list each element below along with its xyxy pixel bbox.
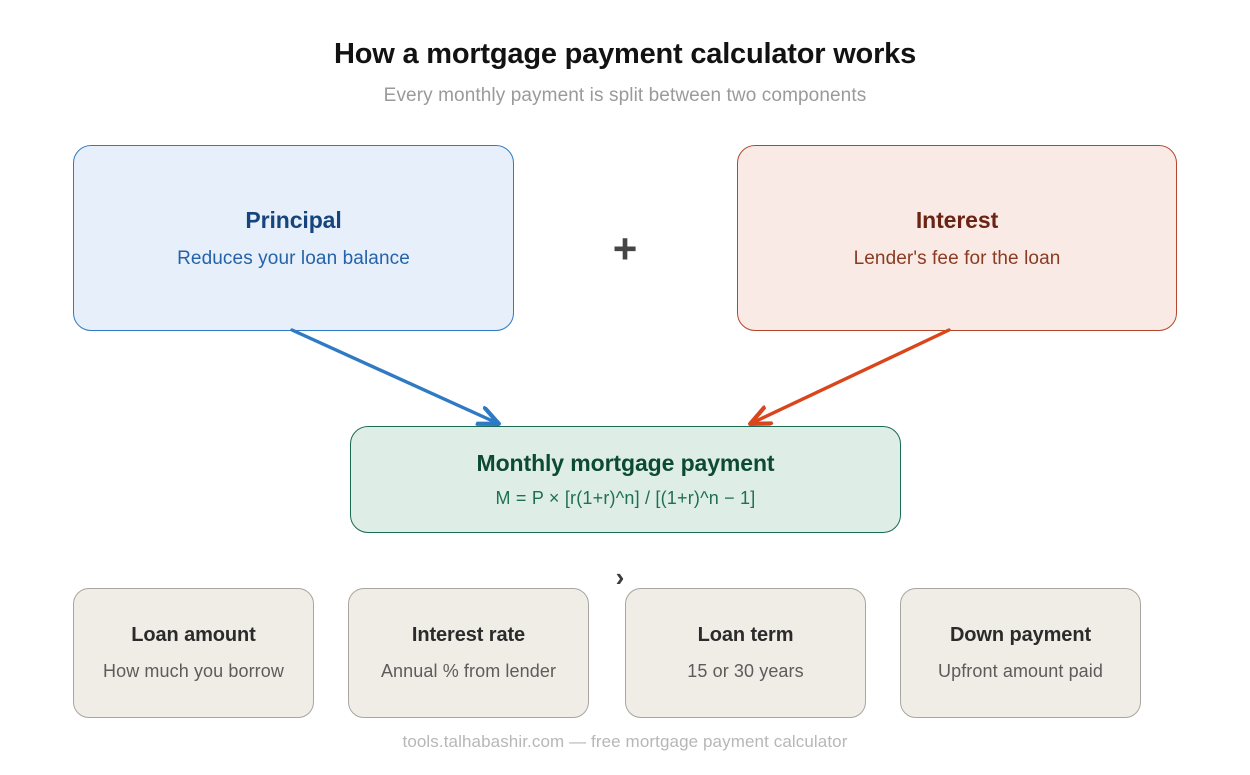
page-subtitle: Every monthly payment is split between t… xyxy=(383,85,867,106)
input-card-loan-amount: Loan amount How much you borrow xyxy=(73,588,314,718)
component-card-interest: Interest Lender's fee for the loan xyxy=(737,145,1177,331)
chevron-right-icon: › xyxy=(615,562,625,592)
arrow-principal-to-result xyxy=(290,328,497,423)
result-formula: M = P × [r(1+r)^n] / [(1+r)^n − 1] xyxy=(495,488,756,508)
plus-icon: + xyxy=(612,225,638,272)
input-card-interest-rate: Interest rate Annual % from lender xyxy=(348,588,589,718)
component-subtitle-principal: Reduces your loan balance xyxy=(177,247,410,269)
input-card-subtitle: How much you borrow xyxy=(103,661,284,681)
page-title: How a mortgage payment calculator works xyxy=(333,38,917,70)
input-card-subtitle: Annual % from lender xyxy=(380,661,557,681)
input-card-subtitle: 15 or 30 years xyxy=(687,661,804,681)
component-title-principal: Principal xyxy=(245,206,342,233)
arrow-interest-to-result xyxy=(752,328,951,423)
component-card-principal: Principal Reduces your loan balance xyxy=(73,145,514,331)
result-card-monthly-payment: Monthly mortgage payment M = P × [r(1+r)… xyxy=(350,426,901,533)
result-title: Monthly mortgage payment xyxy=(476,450,775,476)
input-card-title: Down payment xyxy=(949,624,1092,646)
footer-note: tools.talhabashir.com — free mortgage pa… xyxy=(402,732,848,751)
input-card-title: Loan amount xyxy=(131,624,256,646)
input-card-loan-term: Loan term 15 or 30 years xyxy=(625,588,866,718)
input-card-title: Loan term xyxy=(697,624,794,646)
input-card-subtitle: Upfront amount paid xyxy=(938,661,1103,681)
input-card-down-payment: Down payment Upfront amount paid xyxy=(900,588,1141,718)
input-card-title: Interest rate xyxy=(411,624,526,646)
component-subtitle-interest: Lender's fee for the loan xyxy=(853,247,1061,269)
component-title-interest: Interest xyxy=(915,206,999,233)
